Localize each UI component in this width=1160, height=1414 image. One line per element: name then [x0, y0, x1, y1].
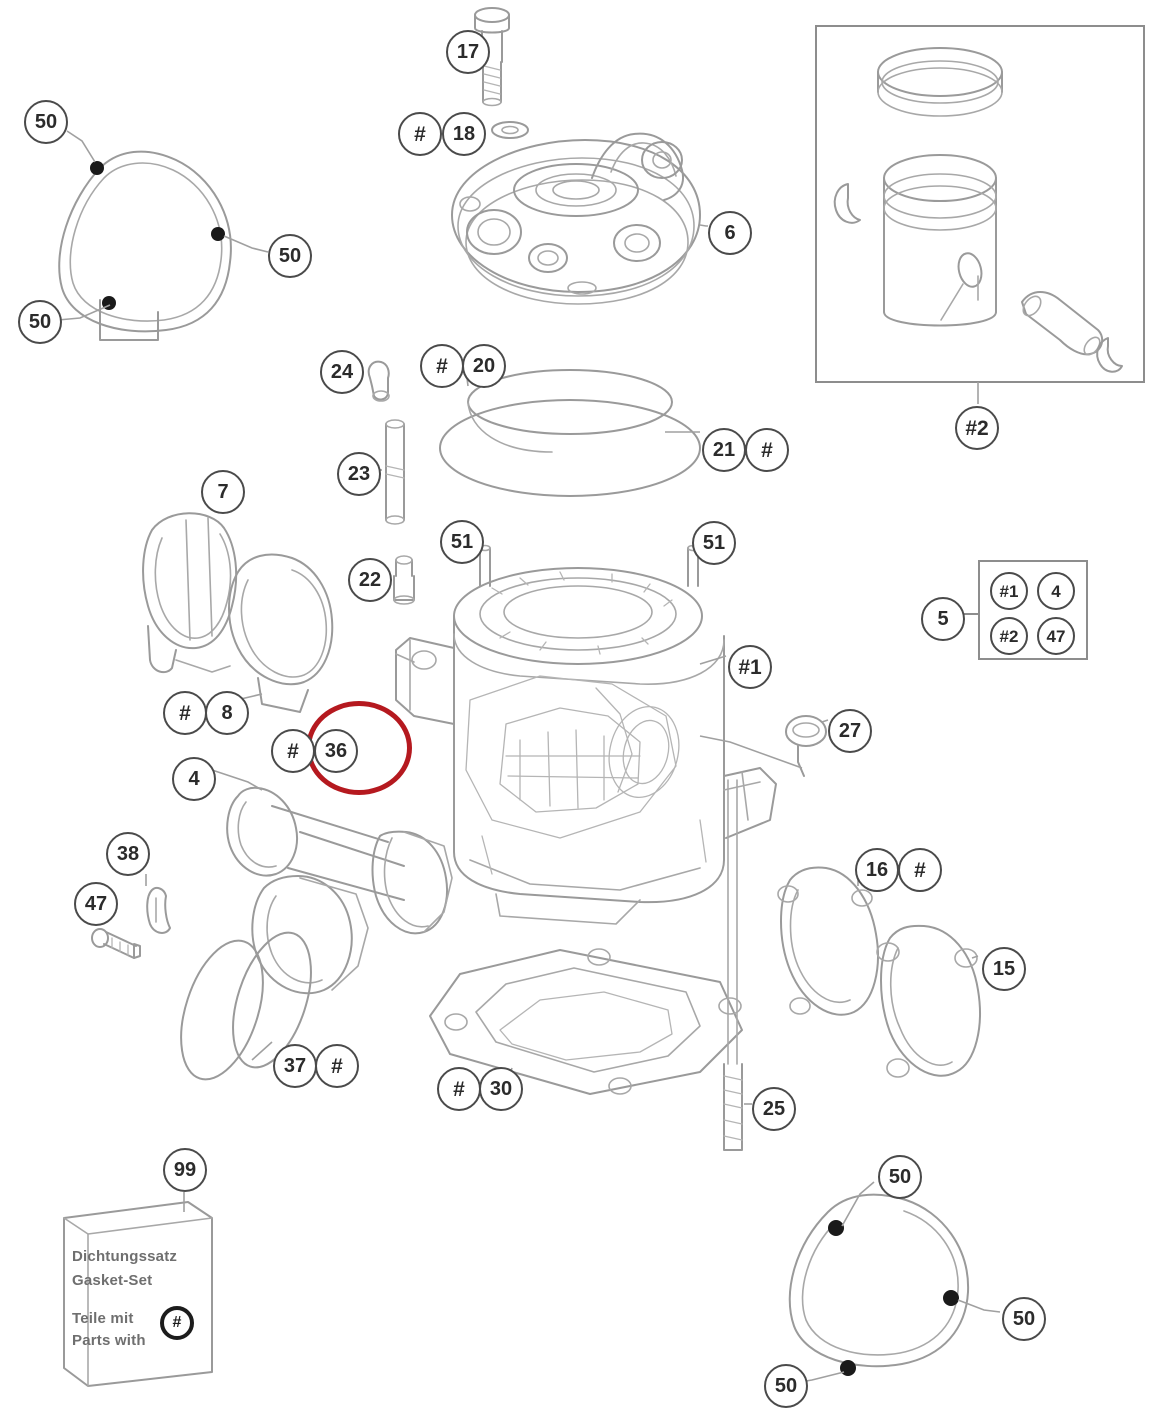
rod-25: [723, 779, 752, 1151]
callout-37[interactable]: 37: [273, 1044, 317, 1088]
callout-hash[interactable]: #: [271, 729, 315, 773]
piston-assembly-box: [815, 25, 1145, 404]
callout-50[interactable]: 50: [24, 100, 68, 144]
cylinder-block-1: [395, 567, 777, 925]
base-gasket-30: [429, 948, 743, 1095]
dowel-pin-23: [378, 419, 405, 525]
reed-valve-cage-7: [142, 495, 238, 674]
callout-17[interactable]: 17: [446, 30, 490, 74]
callout-hash2[interactable]: #2: [990, 617, 1028, 655]
callout-38[interactable]: 38: [106, 832, 150, 876]
callout-hash1[interactable]: #1: [728, 645, 772, 689]
carton-line-3: Teile mit: [72, 1310, 134, 1327]
callout-50[interactable]: 50: [18, 300, 62, 344]
screw-47: [91, 903, 141, 959]
callout-hash1[interactable]: #1: [990, 572, 1028, 610]
cylinder-head-6: [451, 132, 708, 305]
callout-50[interactable]: 50: [878, 1155, 922, 1199]
callout-51[interactable]: 51: [440, 520, 484, 564]
callout-hash[interactable]: #: [315, 1044, 359, 1088]
callout-5[interactable]: 5: [921, 597, 965, 641]
head-cover-gasket-bottom-right: [788, 1181, 1001, 1383]
cylinder-dowels-51: [465, 544, 701, 587]
callout-hash2[interactable]: #2: [955, 406, 999, 450]
callout-4[interactable]: 4: [172, 757, 216, 801]
carton-hash-badge: #: [160, 1306, 194, 1340]
callout-47[interactable]: 47: [74, 882, 118, 926]
callout-6[interactable]: 6: [708, 211, 752, 255]
intake-manifold-4: [211, 769, 453, 995]
callout-8[interactable]: 8: [205, 691, 249, 735]
carton-line-4: Parts with: [72, 1332, 146, 1349]
gasket-set-carton-99: [63, 1192, 213, 1387]
callout-24[interactable]: 24: [320, 350, 364, 394]
nut-27: [699, 715, 829, 777]
head-cover-gasket-top-left: [57, 130, 269, 341]
callout-21[interactable]: 21: [702, 428, 746, 472]
callout-18[interactable]: 18: [442, 112, 486, 156]
callout-50[interactable]: 50: [764, 1364, 808, 1408]
callout-27[interactable]: 27: [828, 709, 872, 753]
cover-15: [876, 924, 981, 1078]
o-rings-37: [180, 931, 312, 1081]
callout-25[interactable]: 25: [752, 1087, 796, 1131]
callout-20[interactable]: 20: [462, 344, 506, 388]
callout-15[interactable]: 15: [982, 947, 1026, 991]
callout-99[interactable]: 99: [163, 1148, 207, 1192]
clamp-38: [145, 874, 171, 934]
callout-47[interactable]: 47: [1037, 617, 1075, 655]
callout-30[interactable]: 30: [479, 1067, 523, 1111]
callout-4[interactable]: 4: [1037, 572, 1075, 610]
callout-50[interactable]: 50: [1002, 1297, 1046, 1341]
callout-hash[interactable]: #: [745, 428, 789, 472]
callout-16[interactable]: 16: [855, 848, 899, 892]
callout-hash[interactable]: #: [437, 1067, 481, 1111]
callout-hash[interactable]: #: [898, 848, 942, 892]
callout-50[interactable]: 50: [268, 234, 312, 278]
cover-gasket-16: [777, 866, 879, 1016]
callout-7[interactable]: 7: [201, 470, 245, 514]
callout-22[interactable]: 22: [348, 558, 392, 602]
reed-petal-8: [216, 553, 334, 713]
washer-18: [491, 121, 529, 139]
carton-line-1: Dichtungssatz: [72, 1248, 178, 1265]
callout-hash[interactable]: #: [420, 344, 464, 388]
callout-51[interactable]: 51: [692, 521, 736, 565]
callout-hash[interactable]: #: [398, 112, 442, 156]
carton-line-2: Gasket-Set: [72, 1272, 153, 1289]
callout-hash[interactable]: #: [163, 691, 207, 735]
callout-23[interactable]: 23: [337, 452, 381, 496]
callout-36[interactable]: 36: [314, 729, 358, 773]
o-rings-20-21: [439, 369, 701, 497]
fitting-22: [388, 555, 415, 605]
